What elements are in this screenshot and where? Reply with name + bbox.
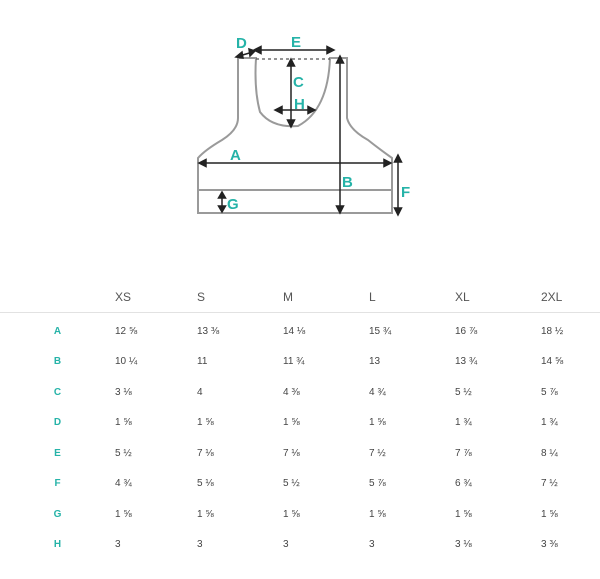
- arrowhead: [286, 57, 296, 67]
- arrowhead: [335, 54, 345, 64]
- table-row: F 4 ¾ 5 ⅛ 5 ½ 5 ⅞ 6 ¾ 7 ½: [0, 469, 600, 500]
- arrowhead: [383, 158, 393, 168]
- table-row: G 1 ⅝ 1 ⅝ 1 ⅝ 1 ⅝ 1 ⅝ 1 ⅝: [0, 499, 600, 530]
- table-cell: 6 ¾: [455, 478, 472, 490]
- table-cell: 14 ⅛: [283, 325, 306, 337]
- table-cell: 1 ⅝: [369, 417, 386, 429]
- table-cell: 1 ⅝: [369, 508, 386, 520]
- arrowhead: [286, 119, 296, 129]
- table-cell: 1 ⅝: [541, 508, 558, 520]
- arrowhead: [217, 205, 227, 214]
- table-cell: 7 ⅞: [455, 447, 472, 459]
- table-cell: 5 ½: [455, 386, 472, 398]
- table-cell: 12 ⅝: [115, 325, 138, 337]
- column-header: M: [283, 290, 293, 304]
- table-cell: 1 ¾: [455, 417, 472, 429]
- table-cell: 11 ¾: [283, 356, 305, 368]
- arrowhead: [335, 205, 345, 215]
- table-row: A 12 ⅝ 13 ⅜ 14 ⅛ 15 ¾ 16 ⅞ 18 ½: [0, 313, 600, 347]
- dimension-label-h: H: [294, 96, 305, 113]
- table-cell: 16 ⅞: [455, 325, 478, 337]
- arrowhead: [393, 153, 403, 163]
- table-header-row: XS S M L XL 2XL: [0, 282, 600, 313]
- table-row: C 3 ⅛ 4 4 ⅜ 4 ¾ 5 ½ 5 ⅞: [0, 377, 600, 408]
- table-cell: 1 ⅝: [115, 417, 132, 429]
- row-label: F: [54, 478, 61, 490]
- dimension-label-c: C: [293, 74, 304, 91]
- arrowhead: [393, 207, 403, 217]
- column-header: XL: [455, 290, 470, 304]
- table-cell: 3: [115, 539, 121, 551]
- size-chart-table: XS S M L XL 2XL A 12 ⅝ 13 ⅜ 14 ⅛ 15 ¾ 16…: [0, 282, 600, 560]
- table-cell: 14 ⅝: [541, 356, 564, 368]
- table-cell: 5 ⅛: [197, 478, 214, 490]
- table-cell: 13 ⅜: [197, 325, 220, 337]
- table-cell: 1 ⅝: [197, 417, 214, 429]
- row-label: H: [53, 539, 62, 551]
- dimension-label-d: D: [236, 35, 247, 52]
- dimension-label-g: G: [227, 196, 239, 213]
- row-label: D: [53, 417, 62, 429]
- table-cell: 4 ¾: [369, 386, 386, 398]
- arrowhead: [307, 105, 317, 115]
- table-cell: 13: [369, 356, 381, 368]
- table-cell: 7 ⅛: [283, 447, 300, 459]
- table-cell: 3 ⅛: [115, 386, 132, 398]
- arrowhead: [273, 105, 283, 115]
- garment-measurement-diagram: A B C D E F G H: [197, 34, 410, 217]
- table-cell: 1 ⅝: [283, 417, 300, 429]
- table-cell: 18 ½: [541, 325, 564, 337]
- row-label: G: [53, 508, 62, 520]
- dimension-label-b: B: [342, 174, 353, 191]
- table-cell: 1 ⅝: [455, 508, 472, 520]
- header-corner: [0, 282, 115, 313]
- arrowhead: [252, 45, 262, 55]
- dimension-label-f: F: [401, 184, 410, 201]
- table-cell: 5 ½: [283, 478, 300, 490]
- table-cell: 7 ⅛: [197, 447, 214, 459]
- table-cell: 5 ⅞: [541, 386, 558, 398]
- arrowhead: [197, 158, 207, 168]
- table-row: D 1 ⅝ 1 ⅝ 1 ⅝ 1 ⅝ 1 ¾ 1 ¾: [0, 408, 600, 439]
- table-row: E 5 ½ 7 ⅛ 7 ⅛ 7 ½ 7 ⅞ 8 ¼: [0, 438, 600, 469]
- row-label: E: [54, 447, 61, 459]
- table-cell: 3: [283, 539, 289, 551]
- table-cell: 1 ⅝: [283, 508, 300, 520]
- table-cell: 3: [369, 539, 375, 551]
- column-header: XS: [115, 290, 132, 304]
- dimension-label-a: A: [230, 147, 241, 164]
- table-cell: 3 ⅛: [455, 539, 472, 551]
- table-cell: 11: [197, 356, 208, 368]
- table-cell: 13 ¾: [455, 356, 478, 368]
- dimension-label-e: E: [291, 34, 301, 51]
- table-cell: 1 ⅝: [115, 508, 132, 520]
- table-cell: 4: [197, 386, 203, 398]
- row-label: B: [53, 356, 62, 368]
- table-cell: 10 ¼: [115, 356, 138, 368]
- table-cell: 3 ⅜: [541, 539, 558, 551]
- table-cell: 7 ½: [541, 478, 558, 490]
- table-row: B 10 ¼ 11 11 ¾ 13 13 ¾ 14 ⅝: [0, 347, 600, 378]
- table-cell: 8 ¼: [541, 447, 558, 459]
- table-cell: 3: [197, 539, 203, 551]
- arrowhead: [217, 190, 227, 199]
- table-cell: 7 ½: [369, 447, 386, 459]
- arrowhead: [248, 47, 257, 58]
- row-label: C: [53, 386, 62, 398]
- table-cell: 4 ⅜: [283, 386, 300, 398]
- column-header: L: [369, 290, 376, 304]
- table-cell: 15 ¾: [369, 325, 392, 337]
- arrowhead: [326, 45, 336, 55]
- column-header: S: [197, 290, 206, 304]
- arrowhead: [234, 50, 244, 59]
- column-header: 2XL: [541, 290, 563, 304]
- table-row: H 3 3 3 3 3 ⅛ 3 ⅜: [0, 530, 600, 561]
- row-label: A: [53, 325, 62, 337]
- table-cell: 1 ¾: [541, 417, 558, 429]
- table-cell: 5 ½: [115, 447, 132, 459]
- table-cell: 1 ⅝: [197, 508, 214, 520]
- sports-bra-outline: [197, 57, 393, 214]
- table-cell: 4 ¾: [115, 478, 132, 490]
- table-cell: 5 ⅞: [369, 478, 386, 490]
